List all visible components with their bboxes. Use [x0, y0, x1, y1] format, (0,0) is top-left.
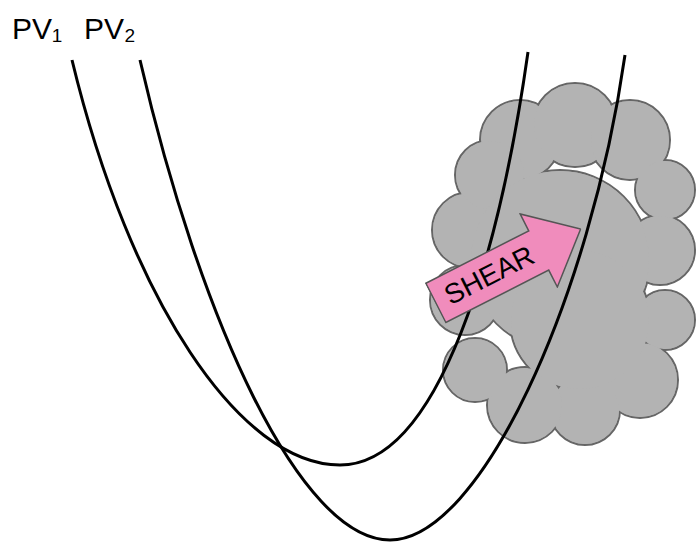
pv-contour [72, 52, 528, 465]
contour-label: PV₂ [84, 14, 136, 44]
pv-contour [140, 55, 625, 540]
cloud-fill [636, 161, 694, 219]
arrow-shape [417, 193, 599, 340]
contour-label: PV₁ [12, 14, 62, 44]
